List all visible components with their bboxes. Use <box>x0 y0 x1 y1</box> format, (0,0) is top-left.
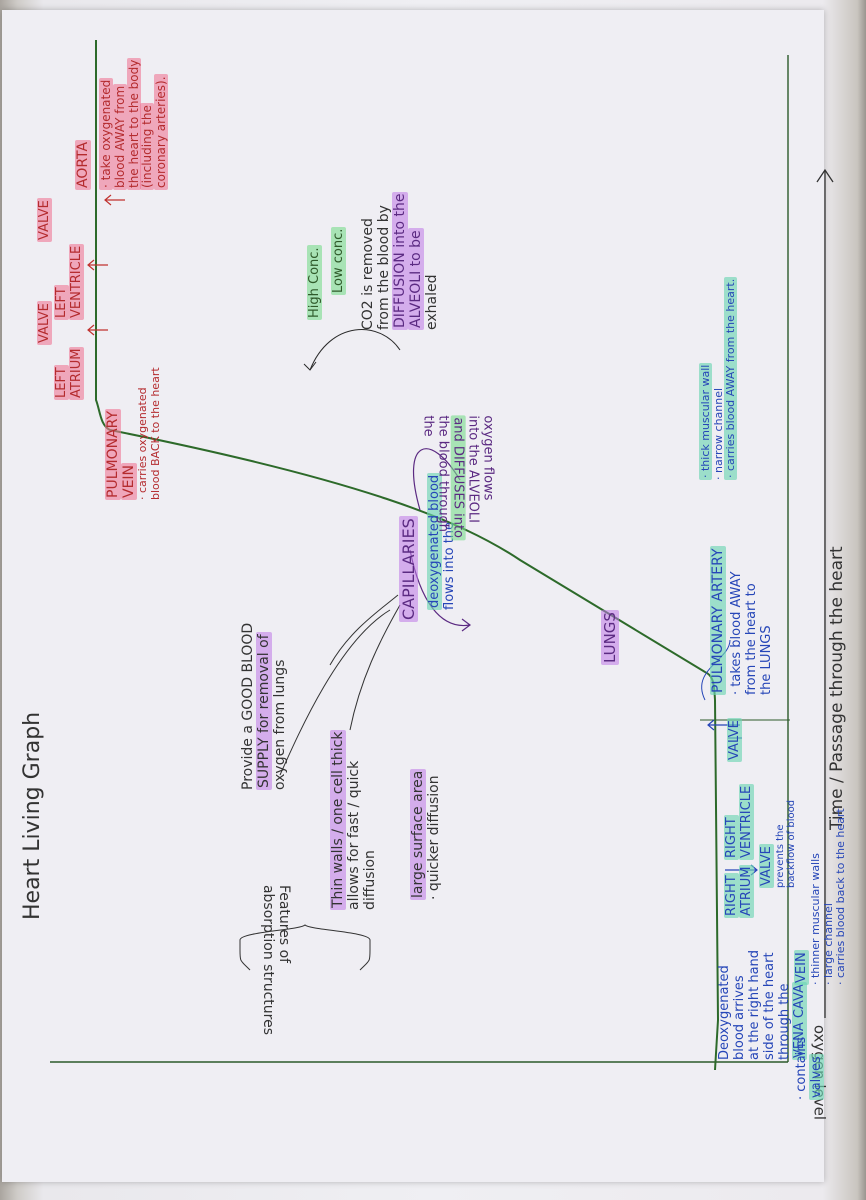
co2-line-5: exhaled <box>424 274 441 331</box>
valve-between-label: VALVE <box>759 844 774 888</box>
aorta-label: AORTA <box>75 139 91 190</box>
features-title: Features of absorption structures <box>260 885 292 1035</box>
low-conc-label: Low conc. <box>331 226 346 295</box>
right-ventricle-line-2: VENTRICLE <box>738 783 754 860</box>
right-atrium: RIGHT ATRIUM <box>724 864 755 918</box>
start-line-2: blood arrives <box>731 975 747 1060</box>
area-line-1: large surface area <box>410 768 426 900</box>
pulmonary-vein-note: PULMONARY VEIN · carries oxygenated bloo… <box>105 367 162 500</box>
capillaries-label: CAPILLARIES <box>399 516 418 622</box>
start-line-1: Deoxygenated <box>717 965 732 1060</box>
start-line-3: at the right hand <box>746 949 762 1060</box>
right-atrium-line-2: ATRIUM <box>738 864 754 918</box>
pv-line-4: blood BACK to the heart <box>148 367 162 500</box>
features-title-2: absorption structures <box>260 884 277 1035</box>
valve-left-2: VALVE <box>37 198 52 242</box>
right-atrium-line-1: RIGHT <box>724 873 739 918</box>
aorta-line-2: blood AWAY from <box>112 83 127 190</box>
aorta-line-5: coronary arteries). <box>154 74 169 190</box>
pv-line-3: · carries oxygenated <box>136 387 150 500</box>
co2-line-3: DIFFUSION into the <box>392 191 409 330</box>
features-title-1: Features of <box>276 884 293 964</box>
valve-between-line-2: prevents the <box>774 824 786 888</box>
valves-line-1: · contains <box>794 1036 809 1100</box>
feature-walls: Thin walls / one cell thick allows for f… <box>330 729 379 910</box>
start-line-4: side of the heart <box>761 952 777 1060</box>
pa-line-1: · takes blood AWAY <box>729 571 744 695</box>
vein-notes: VEIN · thinner muscular walls · large ch… <box>794 808 848 985</box>
aorta-line-3: the heart to the body <box>126 57 141 190</box>
lv-line-1: LEFT <box>54 285 69 320</box>
la-line-2: ATRIUM <box>68 346 84 400</box>
supply-line-2: SUPPLY for removal of <box>256 632 273 790</box>
supply-line-1: Provide a GOOD BLOOD <box>240 622 256 790</box>
pulmonary-artery-notes: · takes blood AWAY from the heart to the… <box>729 571 775 695</box>
feature-supply: Provide a GOOD BLOOD SUPPLY for removal … <box>240 623 288 790</box>
lv-line-2: VENTRICLE <box>68 243 84 320</box>
feature-area: large surface area · quicker diffusion <box>410 768 443 900</box>
aorta-line-1: · take oxygenated <box>99 77 113 190</box>
co2-line-2: from the blood by <box>376 205 393 330</box>
artery-notes: · thick muscular wall · narrow channel ·… <box>699 276 738 480</box>
artery-bullet-1: · thick muscular wall <box>699 362 712 480</box>
walls-line-3: diffusion <box>362 850 379 910</box>
co2-line-1: CO2 is removed <box>360 218 376 330</box>
page-title: Heart Living Graph <box>20 711 45 920</box>
right-ventricle-line-1: RIGHT <box>724 815 739 860</box>
oxygen-flow-note: oxygen flows into the ALVEOLI and DIFFUS… <box>420 415 496 540</box>
area-line-2: · quicker diffusion <box>426 775 443 900</box>
valve-between-note: VALVE prevents the backflow of blood <box>759 799 798 888</box>
high-conc-label: High Conc. <box>307 245 322 320</box>
artery-bullet-3: · carries blood AWAY from the heart. <box>724 276 738 480</box>
oxy-line-5: the <box>420 415 436 437</box>
valve-left-1: VALVE <box>37 301 52 345</box>
left-ventricle: LEFT VENTRICLE <box>54 243 85 320</box>
oxy-line-4: the blood through <box>435 415 451 533</box>
pa-line-3: the LUNGS <box>758 625 774 695</box>
walls-line-1: Thin walls / one cell thick <box>330 729 346 910</box>
vein-label: VEIN <box>794 950 809 985</box>
la-line-1: LEFT <box>54 365 69 400</box>
left-atrium: LEFT ATRIUM <box>54 346 85 400</box>
valves-note: · contains valves <box>794 1036 825 1100</box>
co2-note: CO2 is removed from the blood by DIFFUSI… <box>360 191 441 331</box>
pa-line-2: from the heart to <box>743 583 759 695</box>
oxy-line-3: and DIFFUSES into <box>450 415 466 540</box>
supply-line-3: oxygen from lungs <box>272 659 289 790</box>
valves-line-2: valves <box>808 1054 824 1100</box>
vein-bullet-1: · thinner muscular walls <box>808 853 822 985</box>
pulmonary-artery-label: PULMONARY ARTERY <box>710 546 726 695</box>
aorta-line-4: (including the <box>140 103 155 190</box>
x-axis-label: Time / Passage through the heart <box>827 546 847 830</box>
oxy-line-1: oxygen flows <box>480 415 496 501</box>
aorta-notes: · take oxygenated blood AWAY from the he… <box>99 57 169 190</box>
valve-between-line-3: backflow of blood <box>786 799 798 888</box>
oxy-line-2: into the ALVEOLI <box>465 415 481 523</box>
pv-line-1: PULMONARY <box>105 408 121 500</box>
lungs-label: LUNGS <box>601 610 619 665</box>
start-line-5: through the <box>776 983 792 1060</box>
vein-bullet-3: · carries blood back to the heart <box>834 808 848 985</box>
walls-line-2: allows for fast / quick <box>346 760 363 910</box>
pv-line-2: VEIN <box>121 462 138 500</box>
valve-after-ventricle: VALVE <box>727 718 742 762</box>
right-ventricle: RIGHT VENTRICLE <box>724 783 755 860</box>
co2-line-4: ALVEOLI to be <box>408 228 425 330</box>
